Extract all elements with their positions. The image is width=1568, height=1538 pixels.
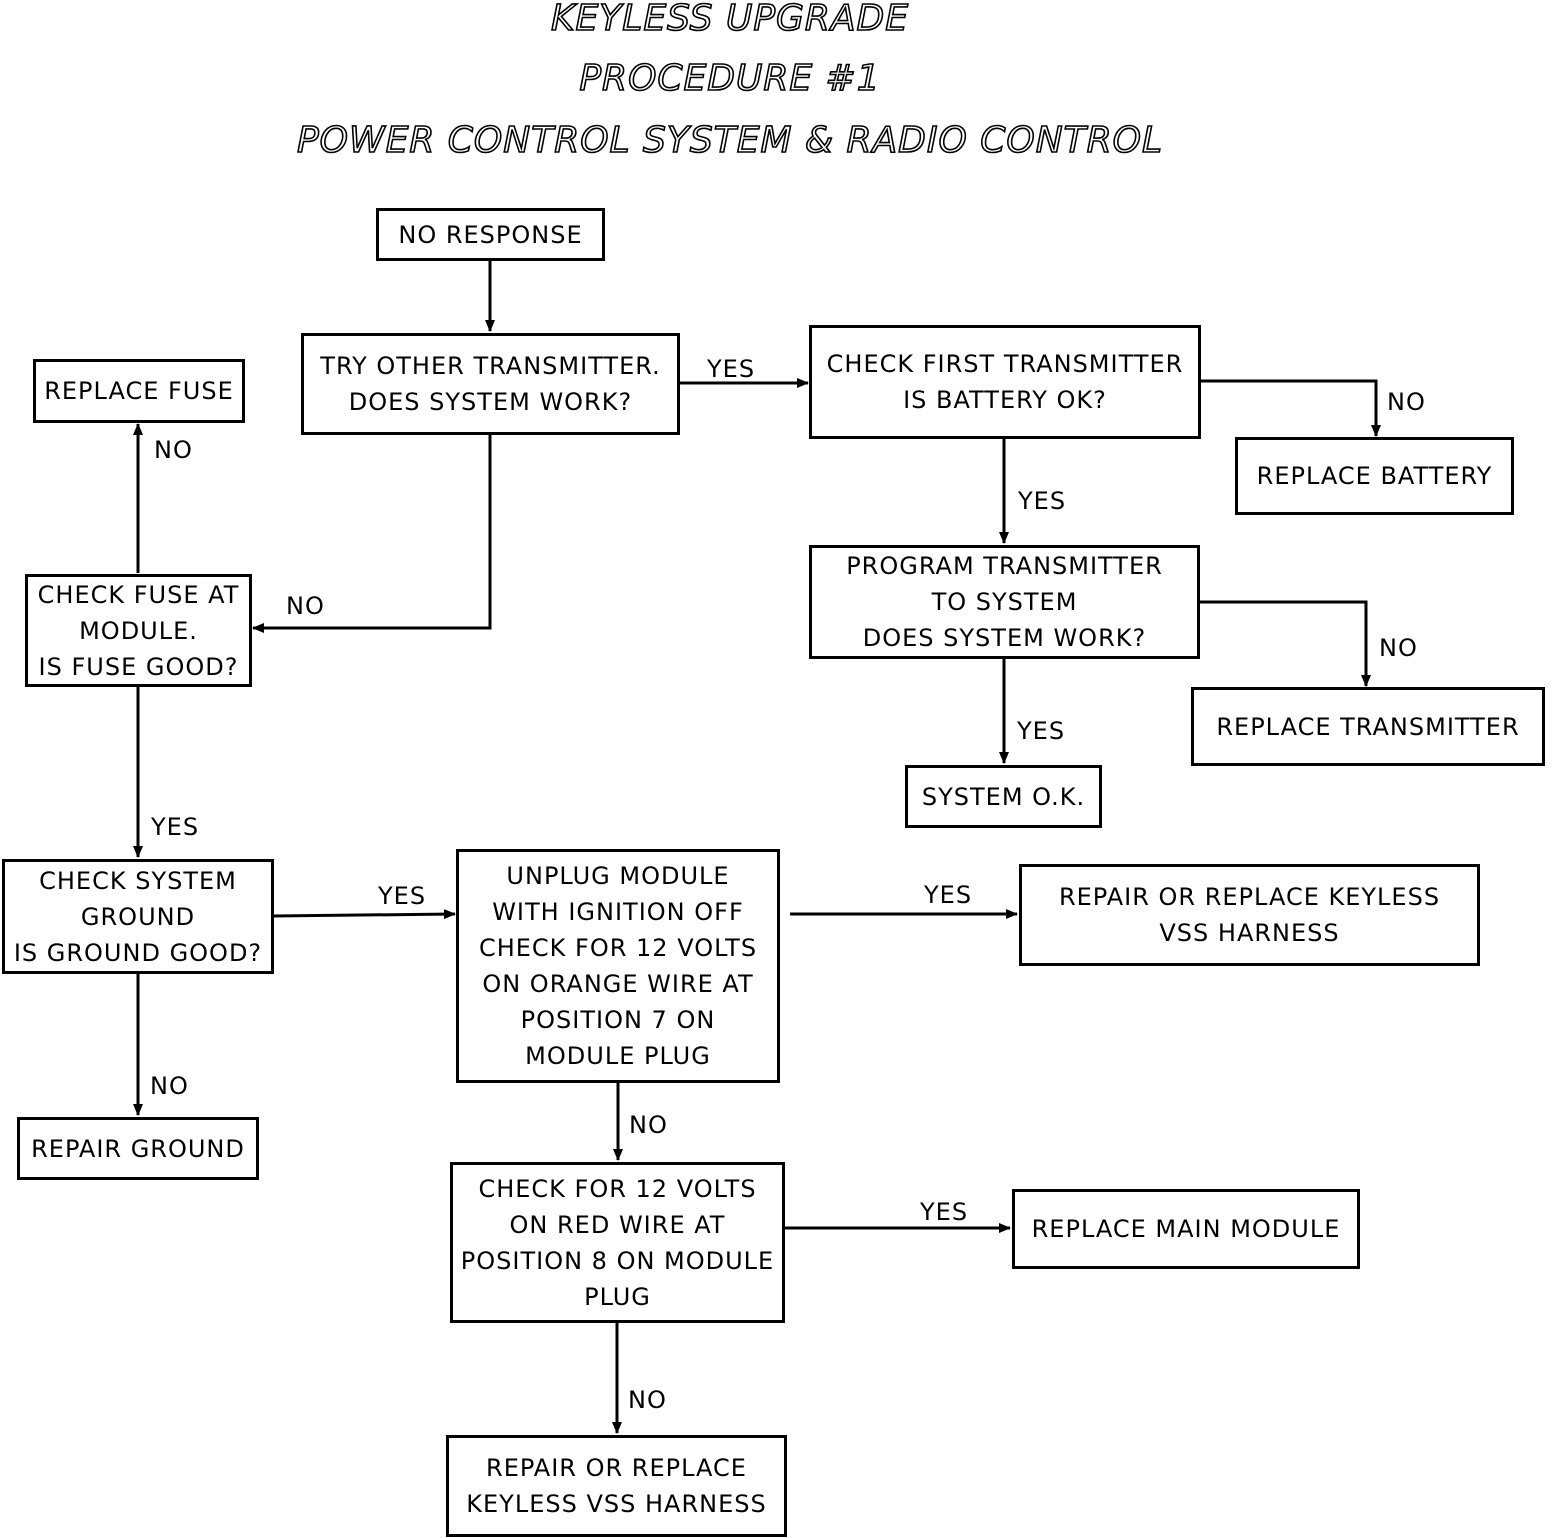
label-ground-to-repair-ground: NO: [150, 1072, 189, 1100]
label-program-to-system-ok: YES: [1017, 717, 1066, 745]
node-program-transmitter: PROGRAM TRANSMITTER TO SYSTEM DOES SYSTE…: [809, 545, 1200, 659]
node-repair-harness-top: REPAIR OR REPLACE KEYLESS VSS HARNESS: [1019, 864, 1480, 966]
node-replace-transmitter: REPLACE TRANSMITTER: [1191, 687, 1545, 766]
edge-program-to-replacetx: [1198, 600, 1371, 687]
node-check-first-transmitter: CHECK FIRST TRANSMITTER IS BATTERY OK?: [809, 325, 1201, 439]
node-check-ground: CHECK SYSTEM GROUND IS GROUND GOOD?: [2, 859, 274, 974]
label-unplug-to-repair-harness: YES: [924, 881, 973, 909]
label-check-first-to-program: YES: [1018, 487, 1067, 515]
label-fuse-to-ground: YES: [151, 813, 200, 841]
node-no-response: NO RESPONSE: [376, 208, 605, 261]
label-ground-to-unplug: YES: [378, 882, 427, 910]
node-unplug-module: UNPLUG MODULE WITH IGNITION OFF CHECK FO…: [456, 849, 780, 1083]
label-try-to-check-first: YES: [707, 355, 756, 383]
node-try-other-transmitter: TRY OTHER TRANSMITTER. DOES SYSTEM WORK?: [301, 333, 680, 435]
label-red-wire-to-repair-harness: NO: [628, 1386, 667, 1414]
node-check-red-wire: CHECK FOR 12 VOLTS ON RED WIRE AT POSITI…: [450, 1162, 785, 1323]
node-replace-main-module: REPLACE MAIN MODULE: [1012, 1189, 1360, 1269]
label-fuse-to-replace-fuse: NO: [154, 436, 193, 464]
edge-try-to-checkfuse: [252, 434, 492, 633]
node-system-ok: SYSTEM O.K.: [905, 765, 1102, 828]
label-unplug-to-red-wire: NO: [629, 1111, 668, 1139]
label-check-first-to-battery: NO: [1387, 388, 1426, 416]
label-red-wire-to-main-module: YES: [920, 1198, 969, 1226]
node-check-fuse: CHECK FUSE AT MODULE. IS FUSE GOOD?: [25, 574, 252, 687]
title-line-1: KEYLESS UPGRADE: [550, 0, 910, 40]
node-repair-ground: REPAIR GROUND: [17, 1117, 259, 1180]
title-line-2: PROCEDURE #1: [579, 57, 881, 100]
edge-checkfirst-to-battery: [1200, 379, 1381, 437]
label-program-to-replace-transmitter: NO: [1379, 634, 1418, 662]
label-try-to-check-fuse: NO: [286, 592, 325, 620]
node-replace-battery: REPLACE BATTERY: [1235, 437, 1514, 515]
title-line-3: POWER CONTROL SYSTEM & RADIO CONTROL: [296, 119, 1164, 162]
edge-ground-to-unplug: [272, 909, 456, 920]
node-replace-fuse: REPLACE FUSE: [33, 359, 245, 423]
node-repair-harness-bottom: REPAIR OR REPLACE KEYLESS VSS HARNESS: [446, 1435, 787, 1537]
